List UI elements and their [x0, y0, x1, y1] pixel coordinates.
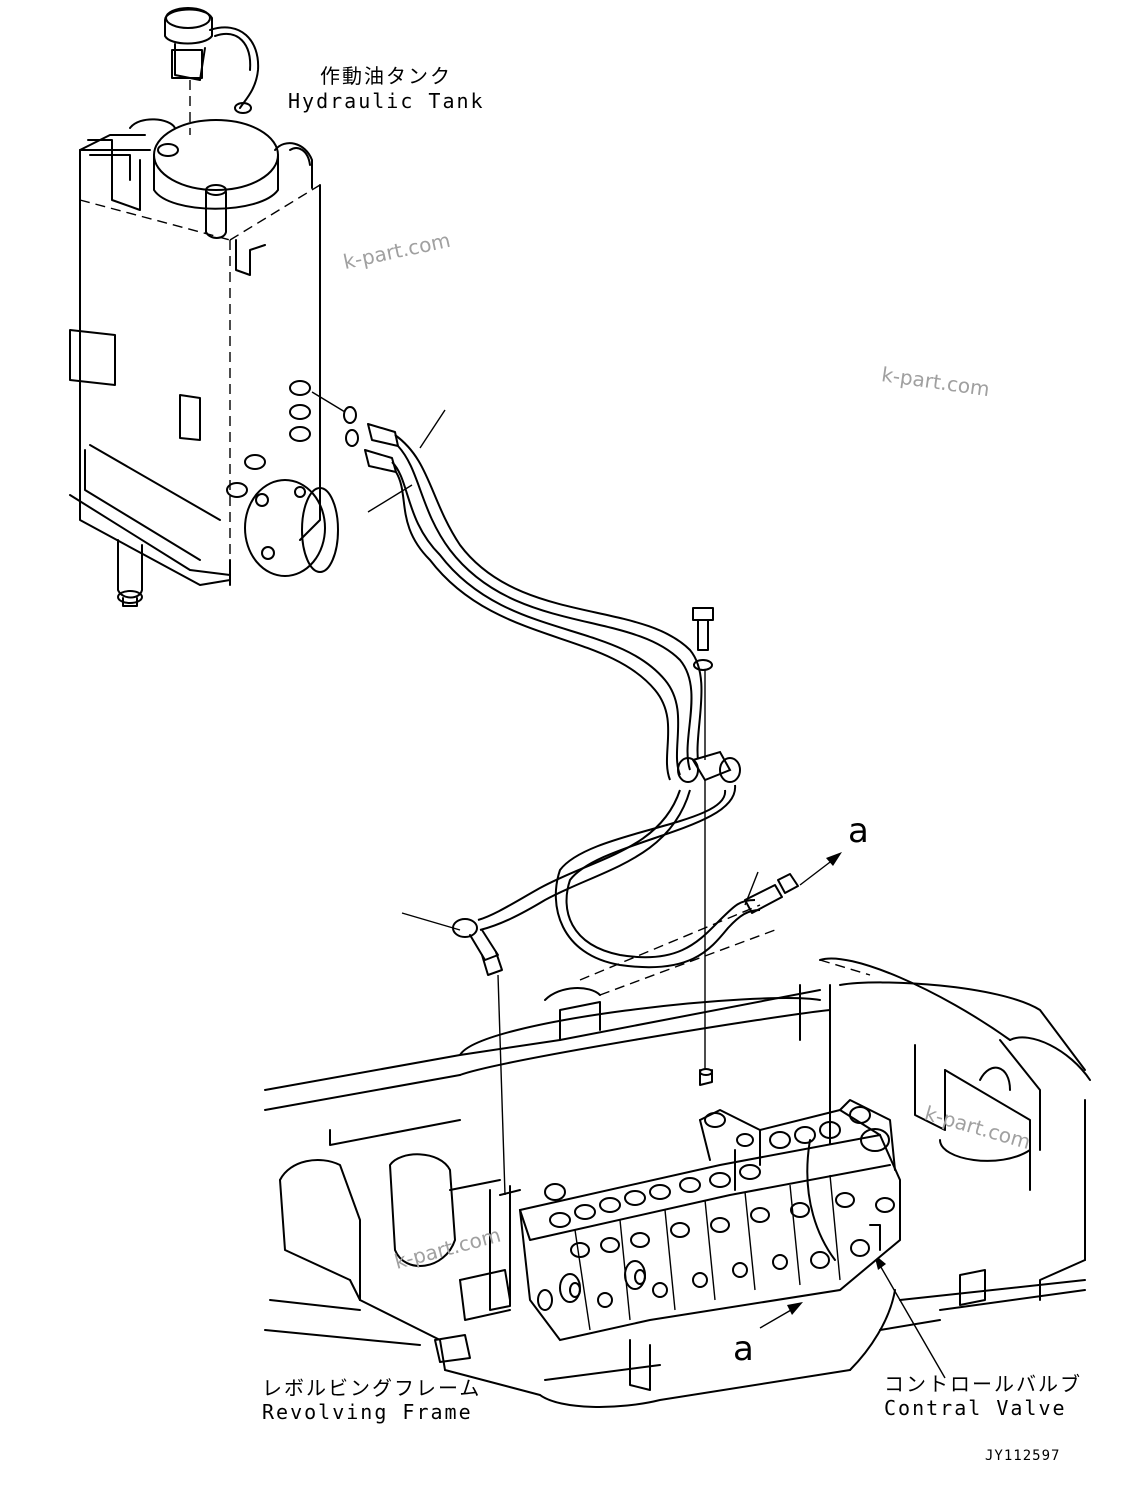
hydraulic-tank-label-en: Hydraulic Tank: [288, 89, 485, 113]
revolving-frame-label-jp: レボルビングフレーム: [262, 1376, 482, 1400]
hydraulic-tank-label-jp: 作動油タンク: [320, 64, 452, 88]
revolving-frame-label-en: Revolving Frame: [262, 1400, 473, 1424]
control-valve-label-jp: コントロールバルブ: [884, 1372, 1082, 1396]
hydraulic-hoses: [364, 409, 799, 1196]
reference-letter-top: a: [848, 811, 869, 851]
revolving-frame: [264, 904, 1091, 1408]
reference-arrows: [759, 852, 946, 1379]
control-valve-label-en: Contral Valve: [884, 1396, 1067, 1420]
reference-letter-bottom: a: [733, 1329, 754, 1369]
hydraulic-tank: [69, 7, 359, 607]
drawing-code: JY112597: [985, 1448, 1061, 1464]
control-valve: [518, 1099, 901, 1342]
